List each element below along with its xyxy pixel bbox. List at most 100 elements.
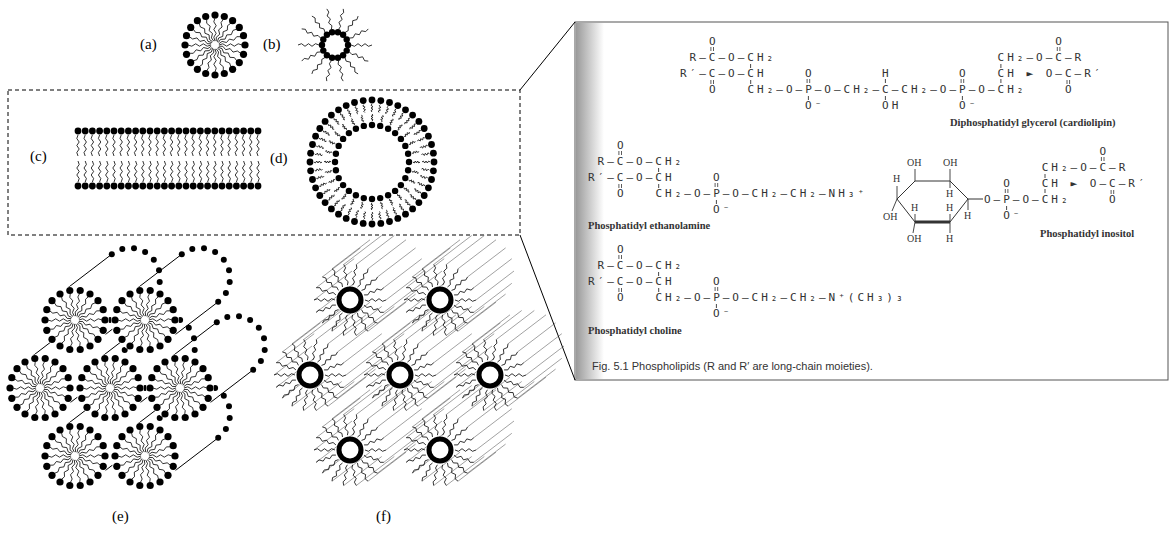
lipid-tail: [149, 311, 171, 319]
head-ring: [429, 289, 451, 311]
lipid-head: [157, 279, 163, 285]
lipid-tail: [412, 352, 428, 366]
lipid-tail: [389, 199, 392, 205]
lipid-tail: [361, 115, 364, 122]
lipid-tail: [84, 135, 86, 156]
lipid-head: [336, 143, 342, 149]
lipid-head: [77, 287, 84, 294]
lipid-head: [221, 70, 228, 77]
lipid-head: [154, 128, 161, 135]
strand-line: [386, 271, 424, 300]
lipid-tail: [140, 324, 145, 347]
strand-line: [496, 311, 534, 340]
lipid-head: [112, 414, 119, 421]
lipid-head: [164, 472, 171, 479]
strand-line: [368, 240, 406, 269]
lipid-tail: [448, 269, 459, 287]
lipid-tail: [184, 387, 207, 389]
lipid-tail: [355, 106, 358, 114]
lipid-head: [256, 325, 262, 331]
lipid-tail: [406, 438, 426, 445]
lipid-head: [100, 306, 107, 313]
lipid-tail: [335, 188, 340, 192]
lipid-head: [227, 415, 233, 421]
lipid-head: [56, 478, 63, 485]
lipid-tail: [454, 438, 474, 445]
lipid-tail: [338, 61, 343, 82]
lipid-tail: [316, 455, 336, 462]
lipid-tail: [98, 135, 100, 156]
strand-line: [458, 302, 496, 331]
lipid-tail: [276, 380, 296, 387]
lipid-tail: [188, 44, 211, 46]
lipid-head: [405, 167, 411, 173]
lipid-tail: [505, 374, 526, 377]
lipid-tail: [405, 118, 410, 124]
lipid-tail: [452, 310, 468, 324]
lipid-head: [215, 435, 221, 441]
lipid-tail: [70, 324, 75, 347]
lipid-head: [386, 99, 393, 106]
lipid-head: [328, 206, 335, 213]
lipid-head: [335, 55, 341, 61]
lipid-head: [187, 24, 194, 31]
atom-label: OH: [907, 158, 921, 168]
strand-line: [428, 369, 466, 398]
lipid-head: [170, 306, 177, 313]
strand-line: [518, 369, 556, 398]
lipid-tail: [120, 457, 142, 465]
lipid-tail: [356, 210, 359, 218]
lipid-head: [42, 355, 49, 362]
lipid-head: [409, 112, 416, 119]
lipid-tail: [142, 135, 144, 156]
lipid-head: [113, 327, 120, 334]
lipid-head: [194, 66, 201, 73]
formula-text: CH₂–O–P–O–CH₂–C–CH₂–O–P–O–CH₂: [747, 84, 1026, 95]
formula-text: O: [713, 276, 723, 287]
lipid-tail: [163, 161, 165, 182]
lipid-tail: [483, 390, 487, 411]
lipid-tail: [372, 352, 388, 366]
strand-line: [378, 444, 416, 473]
lipid-tail: [323, 189, 330, 194]
lipid-head: [153, 365, 160, 372]
strand-line: [338, 323, 376, 352]
lipid-tail: [316, 176, 324, 179]
lipid-tail: [78, 439, 96, 454]
lipid-tail: [77, 135, 79, 156]
lipid-tail: [44, 379, 66, 387]
lipid-head: [170, 327, 177, 334]
lipid-head: [153, 404, 160, 411]
strand-line: [474, 259, 512, 288]
formula-text: CH₂–O–C–R: [1042, 162, 1129, 173]
strand-line: [316, 259, 354, 288]
strand-line: [446, 386, 484, 415]
lipid-tail: [325, 151, 332, 154]
cylinder-face: [146, 354, 214, 422]
lipid-tail: [19, 391, 37, 406]
lipid-tail: [484, 340, 488, 361]
lipid-head: [94, 336, 101, 343]
strand-line: [446, 457, 484, 486]
strand-line: [468, 248, 506, 277]
lipid-tail: [216, 49, 223, 71]
double-bond: [1104, 157, 1105, 161]
lipid-head: [361, 195, 367, 201]
lipid-tail: [342, 125, 346, 130]
strand-line: [406, 409, 444, 438]
double-bond: [717, 287, 718, 291]
lipid-tail: [324, 161, 331, 163]
lipid-tail: [304, 340, 308, 361]
lipid-tail: [472, 344, 483, 362]
lipid-head: [307, 150, 314, 157]
lipid-tail: [393, 390, 397, 411]
lipid-tail: [185, 135, 187, 156]
figure-label: (e): [112, 508, 129, 525]
lipid-head: [211, 183, 218, 190]
lipid-tail: [199, 23, 213, 42]
lipid-head: [168, 183, 175, 190]
lipid-head: [233, 128, 240, 135]
lipid-head: [369, 97, 376, 104]
lipid-head: [394, 215, 401, 222]
lipid-head: [100, 327, 107, 334]
